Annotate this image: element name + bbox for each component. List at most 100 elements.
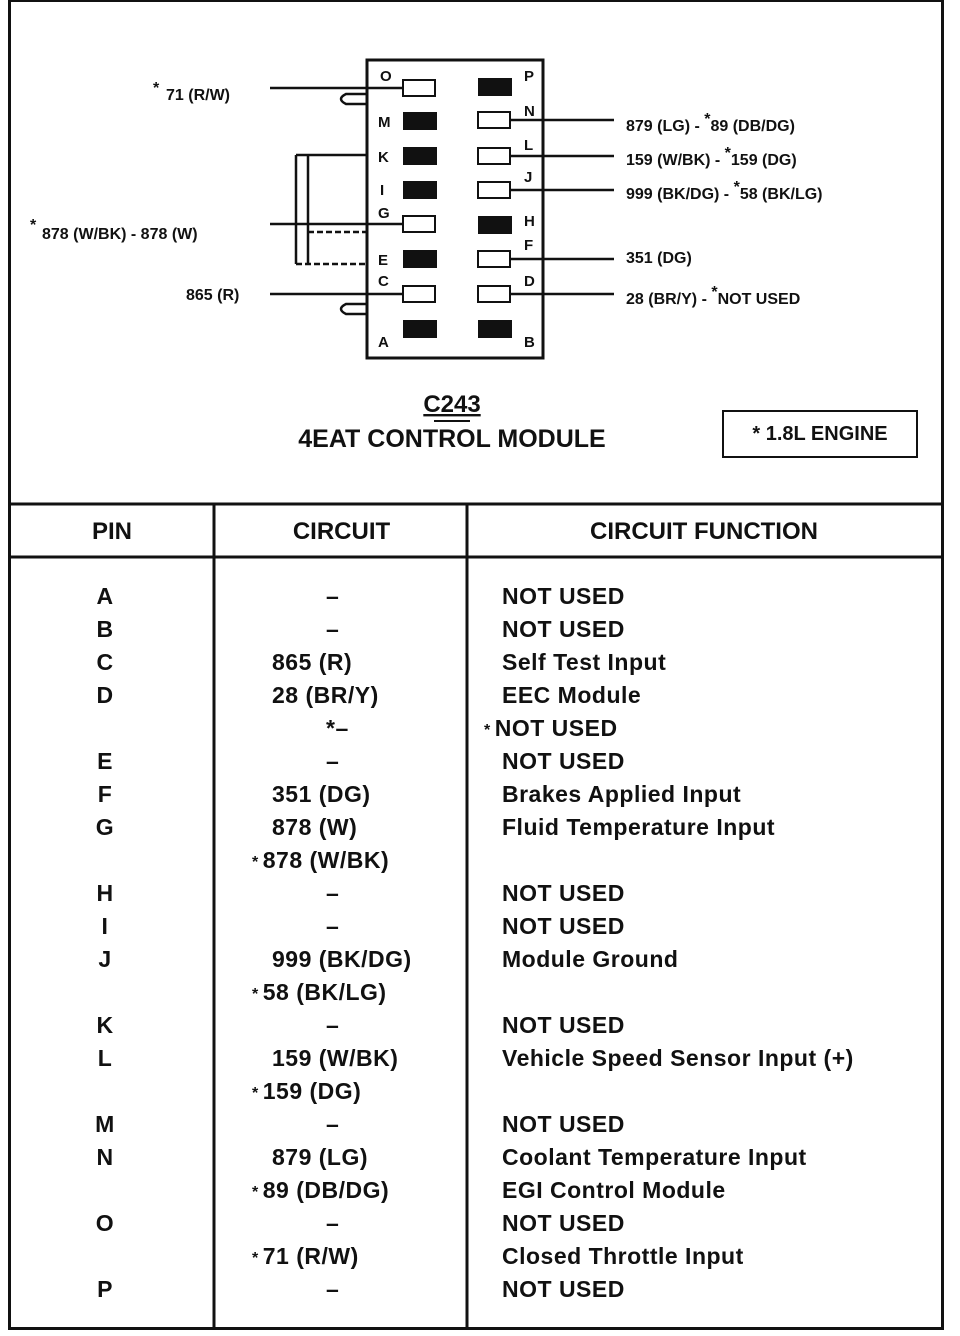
table-cell-circuit: 159 (W/BK) — [272, 1045, 399, 1071]
pin-letter-l: L — [524, 137, 533, 154]
wire-c-loop — [339, 302, 368, 316]
table-cell-circuit: *89 (DB/DG) — [252, 1177, 390, 1203]
pin-letter-d: D — [524, 273, 535, 290]
table-cell-pin: M — [95, 1111, 115, 1137]
callout-c: 865 (R) — [186, 287, 239, 304]
table-cell-function: *NOT USED — [484, 715, 618, 741]
table-header-circuit: CIRCUIT — [292, 518, 391, 545]
connector-name: 4EAT CONTROL MODULE — [298, 425, 605, 453]
table-cell-pin: L — [97, 1045, 113, 1071]
pin-letter-m: M — [378, 114, 391, 131]
table-cell-pin: K — [96, 1012, 114, 1038]
table-cell-circuit: 351 (DG) — [272, 781, 371, 807]
callout-d: 28 (BR/Y) - *NOT USED — [626, 284, 800, 308]
pin-e-terminal — [403, 250, 437, 268]
pin-m-terminal — [403, 112, 437, 130]
engine-note-box: * 1.8L ENGINE — [722, 410, 918, 458]
table-cell-circuit: 865 (R) — [272, 649, 353, 675]
pin-letter-c: C — [378, 273, 389, 290]
connector-diagram: O M K I G E C A P N L J H F D B — [8, 58, 944, 506]
table-header-function: CIRCUIT FUNCTION — [590, 518, 818, 545]
table-cell-function: NOT USED — [502, 913, 625, 939]
callout-d-star: * — [711, 284, 718, 301]
table-cell-circuit: 878 (W) — [272, 814, 358, 840]
table-cell-function: NOT USED — [502, 1276, 625, 1302]
pin-letter-e: E — [378, 252, 388, 269]
table-cell-circuit: – — [326, 748, 340, 774]
callout-o-star: * — [153, 80, 160, 97]
table-header-pin: PIN — [91, 518, 132, 545]
table-cell-function: Module Ground — [502, 946, 679, 972]
table-cell-circuit: – — [326, 1012, 340, 1038]
table-cell-function: Coolant Temperature Input — [502, 1144, 807, 1170]
table-cell-pin: N — [96, 1144, 114, 1170]
pin-letter-g: G — [378, 205, 390, 222]
table-cell-pin: C — [96, 649, 114, 675]
table-cell-pin: G — [95, 814, 115, 840]
pin-letter-h: H — [524, 213, 535, 230]
table-cell-circuit: *159 (DG) — [252, 1078, 362, 1104]
pin-letter-f: F — [524, 237, 533, 254]
table-cell-function: NOT USED — [502, 1210, 625, 1236]
table-cell-circuit: – — [326, 616, 340, 642]
table-cell-circuit: – — [326, 583, 340, 609]
connector-body — [365, 58, 545, 360]
table-cell-circuit: *878 (W/BK) — [252, 847, 390, 873]
callout-j: 999 (BK/DG) - *58 (BK/LG) — [626, 179, 822, 203]
pin-k-terminal — [403, 147, 437, 165]
pin-i-terminal — [403, 181, 437, 199]
table-cell-pin: B — [96, 616, 114, 642]
pin-letter-k: K — [378, 149, 389, 166]
table-cell-circuit: 999 (BK/DG) — [272, 946, 412, 972]
circuit-star: * — [252, 1250, 259, 1267]
table-cell-pin: D — [96, 682, 114, 708]
table-cell-circuit: *71 (R/W) — [252, 1243, 359, 1269]
table-cell-function: Self Test Input — [502, 649, 667, 675]
table-cell-pin: P — [97, 1276, 113, 1302]
document-frame — [8, 0, 944, 1330]
table-cell-circuit: 28 (BR/Y) — [272, 682, 379, 708]
circuit-star: * — [252, 1085, 259, 1102]
callout-l-star: * — [725, 145, 732, 162]
wire-o-loop — [339, 92, 368, 106]
table-cell-pin: I — [101, 913, 109, 939]
table-cell-pin: H — [96, 880, 114, 906]
callout-n-star: * — [704, 111, 711, 128]
table-cell-function: NOT USED — [502, 1012, 625, 1038]
table-cell-circuit: – — [326, 913, 340, 939]
table-cell-pin: E — [97, 748, 113, 774]
pin-letter-j: J — [524, 169, 532, 186]
circuit-star: * — [252, 1184, 259, 1201]
table-cell-circuit: 879 (LG) — [272, 1144, 369, 1170]
callout-l: 159 (W/BK) - *159 (DG) — [626, 145, 797, 169]
pin-letter-p: P — [524, 68, 534, 85]
table-cell-function: NOT USED — [502, 616, 625, 642]
pin-letter-a: A — [378, 334, 389, 351]
pin-a-terminal — [403, 320, 437, 338]
pin-letter-b: B — [524, 334, 535, 351]
table-cell-pin: F — [97, 781, 113, 807]
table-cell-circuit: *– — [326, 715, 349, 741]
table-cell-circuit: – — [326, 880, 340, 906]
circuit-star: * — [252, 986, 259, 1003]
table-cell-circuit: – — [326, 1276, 340, 1302]
pin-letter-o: O — [380, 68, 392, 85]
callout-n: 879 (LG) - *89 (DB/DG) — [626, 111, 795, 135]
callout-j-star: * — [734, 179, 741, 196]
table-cell-function: NOT USED — [502, 880, 625, 906]
callout-f: 351 (DG) — [626, 250, 692, 267]
table-cell-function: NOT USED — [502, 583, 625, 609]
callout-o: 71 (R/W) — [166, 87, 230, 104]
pin-b-terminal — [478, 320, 512, 338]
table-cell-circuit: – — [326, 1111, 340, 1137]
table-cell-circuit: – — [326, 1210, 340, 1236]
pin-letter-i: I — [380, 182, 384, 199]
callout-g-star: * — [30, 217, 37, 234]
engine-note: * 1.8L ENGINE — [752, 422, 888, 445]
table-cell-pin: O — [95, 1210, 115, 1236]
table-cell-function: NOT USED — [502, 1111, 625, 1137]
circuit-star: * — [252, 854, 259, 871]
table-cell-function: Fluid Temperature Input — [502, 814, 776, 840]
pin-p-terminal — [478, 78, 512, 96]
